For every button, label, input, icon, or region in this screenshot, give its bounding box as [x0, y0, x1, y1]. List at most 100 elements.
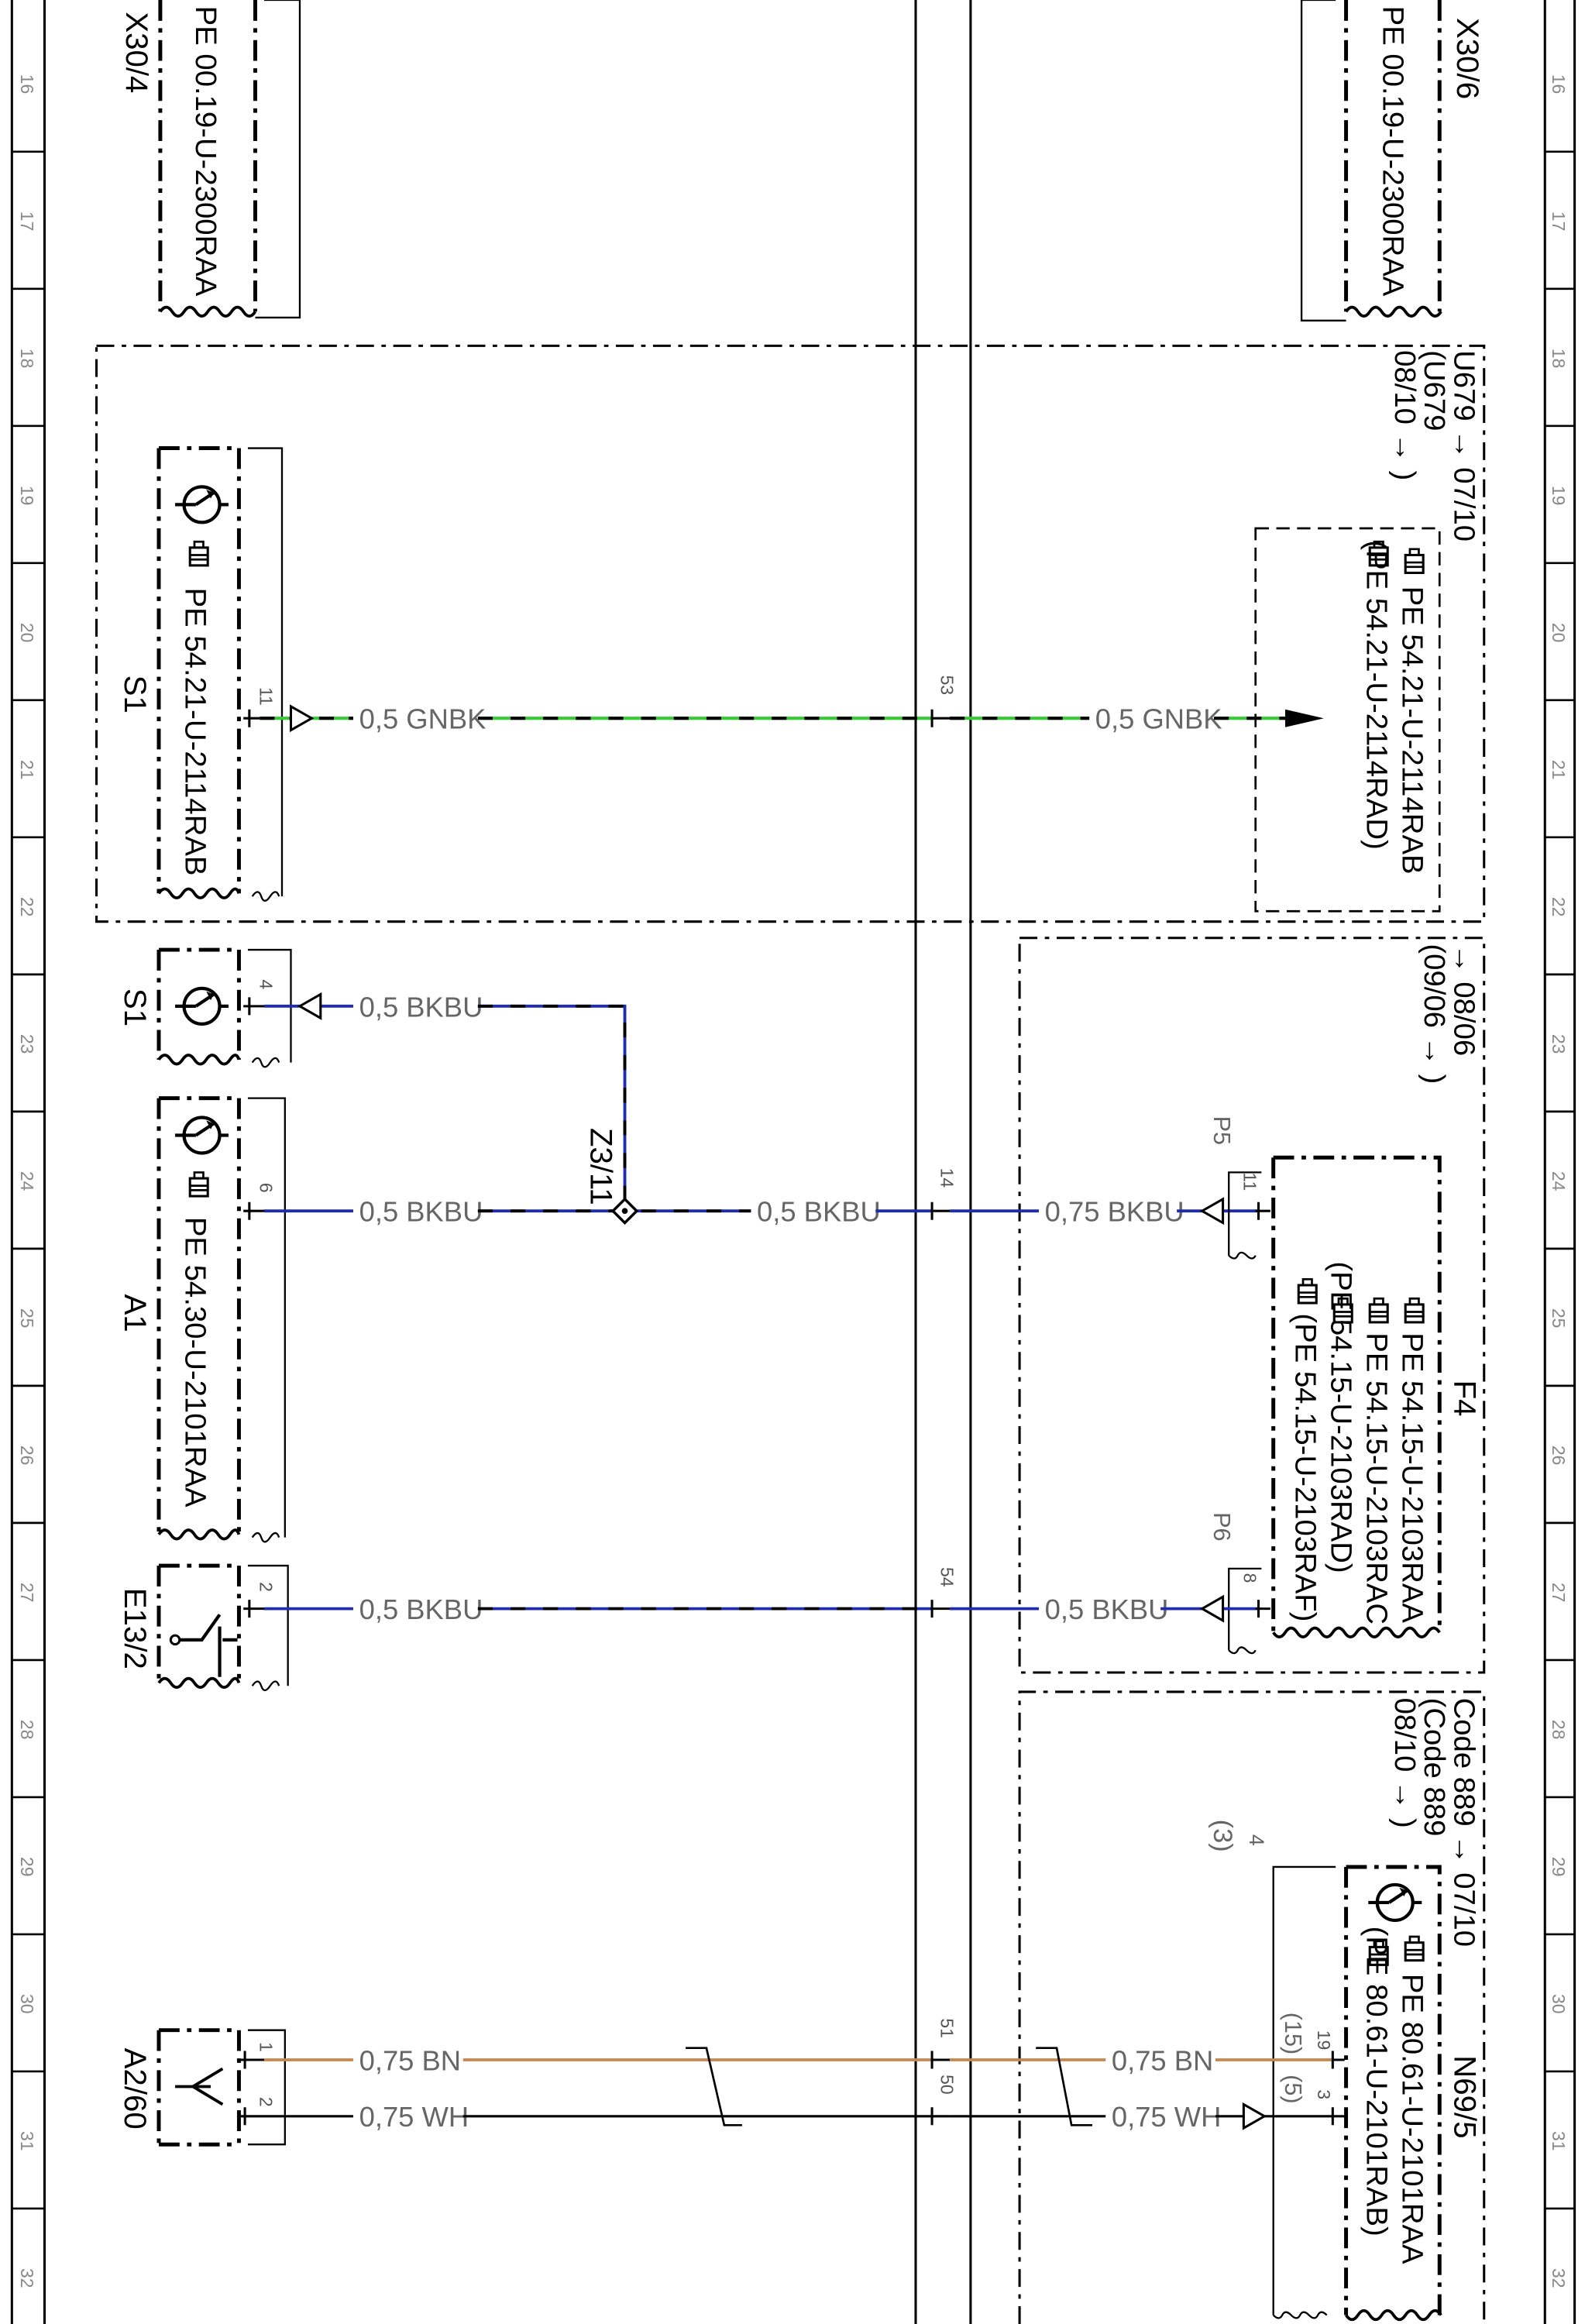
region-code-889: Code 889 → 07/10 (Code 889 08/10 → ) [1018, 1690, 1486, 2324]
x30-6-ref: PE 00.19-U-2300RAA [1376, 6, 1409, 297]
n69-5-pin-3-alt: (3) [1208, 1820, 1237, 1852]
s1-second-label: S1 [118, 988, 153, 1026]
reference-hand-icon [1404, 1935, 1425, 1962]
grid-row-label: 18 [17, 349, 37, 369]
n69-5-sensor-icon [1368, 1885, 1422, 1920]
s1-second-switch-icon [175, 988, 229, 1024]
grid-row-label: 23 [1549, 1034, 1569, 1054]
trunk-pin-14: 14 [937, 1168, 958, 1188]
wire-label-row24-left: 0,5 BKBU [359, 1196, 483, 1228]
reference-hand-icon [1404, 548, 1425, 574]
grid-row-label: 26 [17, 1446, 37, 1466]
grid-row-label: 31 [1549, 2131, 1569, 2151]
grid-row-label: 24 [1549, 1171, 1569, 1191]
e13-2-module: E13/2 2 [118, 1563, 289, 1692]
n69-5-ref-1: PE 80.61-U-2101RAA [1395, 1974, 1429, 2264]
a1-pin: 6 [256, 1183, 276, 1193]
a2-60-label: A2/60 [118, 2048, 153, 2130]
s1-module: PE 54.21-U-2114RAB S1 11 [118, 446, 284, 902]
wire-gnbk: 0,5 GNBK 0,5 GNBK 53 [243, 676, 1324, 735]
reference-hand-icon [188, 540, 209, 567]
s1-switch-icon [175, 486, 229, 522]
grid-row-label: 31 [17, 2131, 37, 2151]
wire-bkbu-row24: 0,5 BKBU Z3/11 0,5 BKBU 14 0,75 BKBU [243, 1128, 1270, 1228]
grid-row-label: 30 [1549, 1994, 1569, 2014]
grid-row-label: 30 [17, 1994, 37, 2014]
wire-bn: 0,75 BN 51 0,75 BN [239, 2018, 1345, 2076]
region-0806: → 08/06 (09/06 → ) [1018, 937, 1486, 1674]
f4-label: F4 [1447, 1380, 1482, 1417]
u679-ref-box: PE 54.21-U-2114RAB (PE 54.21-U-2114RAD) [1254, 527, 1441, 913]
code889-label-1: Code 889 → 07/10 [1447, 1698, 1480, 1948]
wire-label-row24-mid: 0,5 BKBU [757, 1196, 881, 1228]
f4-ref-2: PE 54.15-U-2103RAC [1360, 1332, 1393, 1624]
grid-row-label: 29 [1549, 1857, 1569, 1877]
f4-ref-4: (PE 54.15-U-2103RAF) [1288, 1313, 1322, 1621]
s1-second-pin: 4 [256, 979, 276, 989]
reference-hand-icon [1368, 1297, 1389, 1324]
connector-x30-6: PE 00.19-U-2300RAA X30/6 [1300, 0, 1485, 321]
f4-ref-3: (PE 54.15-U-2103RAD) [1324, 1261, 1357, 1573]
u679-ref-1: PE 54.21-U-2114RAB [1395, 586, 1429, 875]
wire-label-bn-left: 0,75 BN [359, 2044, 461, 2076]
grid-row-label: 20 [1549, 623, 1569, 643]
grid-row-label: 21 [1549, 760, 1569, 780]
grid-row-label: 25 [1549, 1308, 1569, 1329]
trunk-pin-51: 51 [937, 2018, 958, 2038]
grid-row-label: 20 [17, 623, 37, 643]
x30-4-ref: PE 00.19-U-2300RAA [189, 6, 222, 297]
x30-4-label: X30/4 [119, 12, 154, 93]
u679-label-3: 08/10 → ) [1388, 350, 1422, 480]
u679-label-1: U679 → 07/10 [1447, 350, 1480, 541]
f4-module: F4 PE 54.15-U-2103RAA PE 54.15-U-2103RAC… [1209, 1116, 1482, 1655]
region-0806-label-2: (09/06 → ) [1418, 944, 1451, 1084]
reference-hand-icon [1297, 1277, 1318, 1305]
grid-row-label: 22 [17, 897, 37, 917]
a2-60-pin-1: 1 [256, 2042, 276, 2052]
e13-2-label: E13/2 [118, 1588, 153, 1669]
x30-6-label: X30/6 [1450, 18, 1485, 99]
a2-60-antenna-icon [175, 2067, 224, 2106]
trunk-pin-50: 50 [937, 2075, 958, 2095]
wire-label-bn-right: 0,75 BN [1112, 2044, 1213, 2076]
f4-pin-11: 11 [1239, 1172, 1260, 1191]
region-0806-label-1: → 08/06 [1447, 944, 1480, 1056]
code889-label-3: 08/10 → ) [1388, 1698, 1422, 1828]
grid-row-label: 16 [1549, 74, 1569, 95]
grid-row-label: 28 [17, 1720, 37, 1740]
e13-2-pin: 2 [256, 1582, 276, 1592]
grid-row-label: 25 [17, 1308, 37, 1329]
grid-row-label: 17 [1549, 211, 1569, 232]
wire-bkbu-row23: 0,5 BKBU [243, 991, 627, 1212]
wire-label-row27-left: 0,5 BKBU [359, 1593, 483, 1625]
n69-5-pin-4: 4 [1245, 1834, 1268, 1846]
grid-row-label: 17 [17, 211, 37, 232]
twisted-pair-markers [686, 2047, 1092, 2126]
a2-60-pin-2: 2 [256, 2097, 276, 2107]
grid-row-label: 19 [1549, 486, 1569, 506]
grid-row-label: 26 [1549, 1446, 1569, 1466]
reference-hand-icon [188, 1171, 209, 1198]
grid-row-label: 23 [17, 1034, 37, 1054]
a1-ref: PE 54.30-U-2101RAA [178, 1217, 211, 1508]
wire-bkbu-row27: 0,5 BKBU 54 0,5 BKBU [243, 1567, 1270, 1625]
f4-ref-1: PE 54.15-U-2103RAA [1395, 1332, 1429, 1623]
a1-module: PE 54.30-U-2101RAA A1 6 [118, 1096, 286, 1543]
n69-5-pin-5: (5) [1280, 2075, 1306, 2103]
grid-row-label: 32 [17, 2268, 37, 2288]
n69-5-pin-15: (15) [1280, 2013, 1306, 2055]
f4-connector-p5: P5 [1209, 1116, 1235, 1145]
s1-label: S1 [118, 676, 153, 713]
trunk-pin-53: 53 [937, 676, 958, 696]
grid-row-label: 21 [17, 760, 37, 780]
s1-pin-11: 11 [256, 687, 276, 706]
trunk-pin-54: 54 [937, 1567, 958, 1587]
z3-11-label: Z3/11 [583, 1128, 618, 1205]
a2-60-module: A2/60 1 2 [118, 2028, 286, 2147]
grid-row-label: 29 [17, 1857, 37, 1877]
code889-label-2: (Code 889 [1418, 1698, 1451, 1837]
wire-label-gnbk-right: 0,5 GNBK [1095, 703, 1222, 735]
grid-row-label: 28 [1549, 1720, 1569, 1740]
